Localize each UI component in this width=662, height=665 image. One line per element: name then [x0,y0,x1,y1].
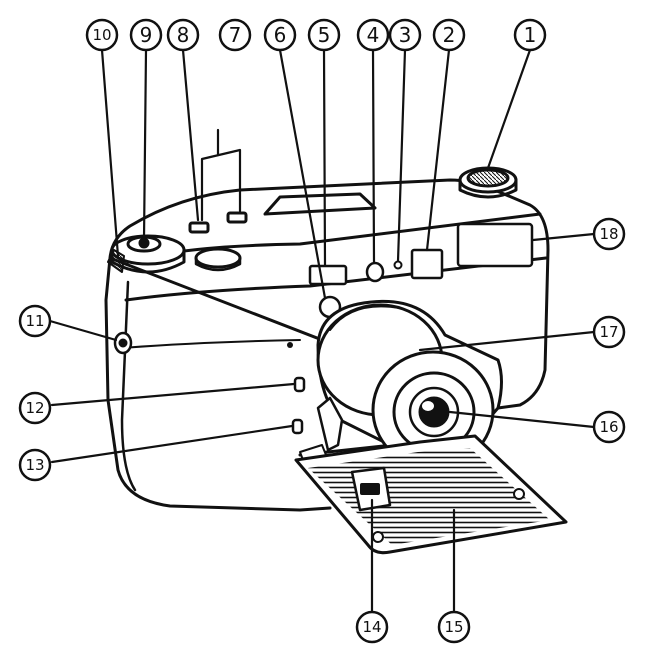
callout-label: 15 [444,618,463,636]
leader-line-12 [50,382,296,407]
leader-line-18 [531,232,596,242]
callout-5: 5 [307,18,341,52]
camera-illustration [104,166,568,555]
callout-11: 11 [18,304,52,338]
callout-12: 12 [18,391,52,425]
rangefinder-window [456,222,534,268]
callout-10: 10 [85,18,119,52]
front-body-seam [121,339,301,349]
callout-label: 6 [274,23,287,47]
callout-15: 15 [437,610,471,644]
grip-latch [350,466,392,512]
leader-line-4 [371,48,376,264]
light-sensor [365,261,385,283]
shutter-release-button [194,247,242,269]
callout-7: 7 [218,18,252,52]
mode-dial [110,234,186,274]
callout-label: 9 [140,23,153,47]
callout-label: 16 [599,418,618,436]
leader-line-9 [142,48,148,242]
left-grip-edge [120,280,137,492]
callout-16: 16 [592,410,626,444]
callout-1: 1 [513,18,547,52]
top-button-right [226,211,248,224]
af-window [410,248,444,280]
callout-label: 13 [25,456,44,474]
callout-label: 8 [177,23,190,47]
leader-line-8 [181,48,200,222]
leader-line-7 [200,128,242,222]
leader-line-17 [418,330,596,352]
callout-18: 18 [592,217,626,251]
leader-line-13 [50,424,294,464]
callout-label: 11 [25,312,44,330]
exposure-dial [458,166,518,199]
leader-line-1 [486,48,532,170]
viewfinder-window [308,264,348,286]
callout-3: 3 [388,18,422,52]
body-screw [287,342,293,348]
callout-8: 8 [166,18,200,52]
leader-line-11 [48,319,118,342]
leader-lines [48,48,596,614]
callout-14: 14 [355,610,389,644]
leader-line-3 [396,48,407,263]
callouts: 1 2 3 4 5 6 7 8 [18,18,626,644]
callout-4: 4 [356,18,390,52]
strap-eyelet [113,331,133,355]
top-plate-lower-edge [124,256,548,302]
dial-lever [107,249,125,273]
callout-label: 12 [25,399,44,417]
top-button-left [188,221,210,234]
front-slot-upper [293,376,306,393]
callout-label: 18 [599,225,618,243]
callout-9: 9 [129,18,163,52]
callout-label: 7 [229,23,242,47]
front-slot-lower [291,418,304,435]
callout-2: 2 [432,18,466,52]
leader-line-2 [425,48,451,252]
leader-line-6 [278,48,327,300]
leader-line-16 [448,410,596,429]
callout-label: 4 [367,23,380,47]
indicator-hole [393,260,403,270]
callout-label: 14 [362,618,381,636]
callout-label: 5 [318,23,331,47]
callout-17: 17 [592,315,626,349]
callout-label: 10 [92,26,111,44]
callout-6: 6 [263,18,297,52]
callout-label: 2 [443,23,456,47]
grip-plate [294,434,568,555]
top-hump [263,192,377,216]
callout-label: 3 [399,23,412,47]
callout-13: 13 [18,448,52,482]
leader-line-5 [322,48,327,267]
callout-label: 17 [599,323,618,341]
leader-line-10 [100,48,120,258]
callout-label: 1 [524,23,537,47]
